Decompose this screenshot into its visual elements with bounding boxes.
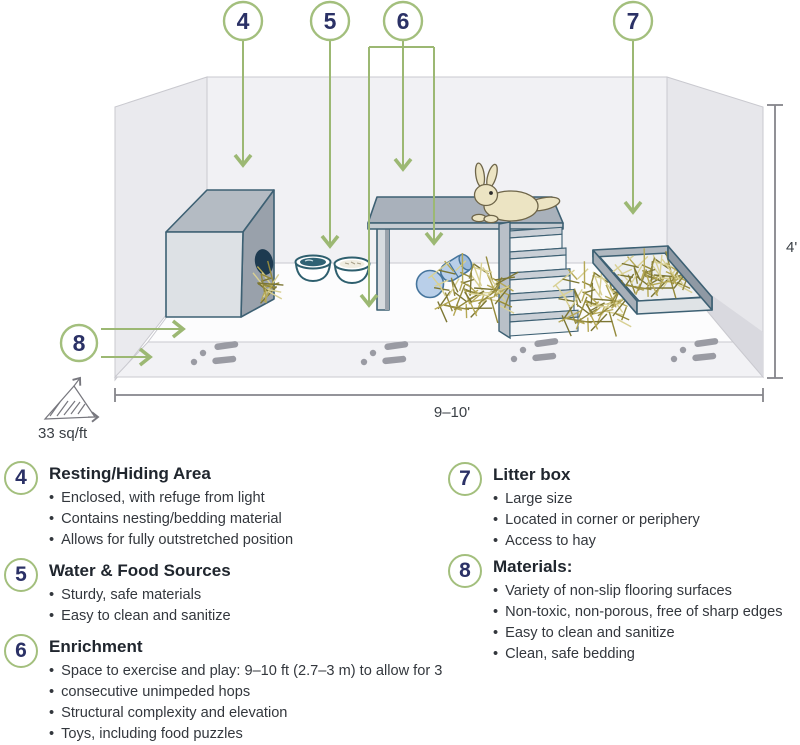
bullet-icon: • [493, 581, 498, 602]
legend-bullet: •Large size [493, 489, 700, 510]
bullet-icon: • [493, 602, 498, 623]
area-triangle-icon [45, 378, 98, 419]
bullet-icon: • [493, 644, 498, 665]
bullet-icon: • [49, 682, 54, 703]
legend-bullet: •Access to hay [493, 531, 700, 552]
bullet-icon: • [493, 510, 498, 531]
legend-title: Materials: [493, 556, 783, 578]
legend-bullet: •Easy to clean and sanitize [49, 606, 231, 627]
bullet-icon: • [49, 488, 54, 509]
legend-number-badge: 5 [4, 558, 38, 592]
food-bowl [335, 258, 370, 284]
legend-item-water-food-sources: 5 Water & Food Sources •Sturdy, safe mat… [4, 558, 444, 627]
bullet-icon: • [493, 531, 498, 552]
bullet-icon: • [49, 661, 54, 682]
back-wall [207, 77, 667, 263]
svg-text:7: 7 [627, 8, 640, 34]
legend-bullet: •Allows for fully outstretched position [49, 530, 293, 551]
legend-bullet: •Structural complexity and elevation [49, 703, 442, 724]
bullet-icon: • [493, 623, 498, 644]
width-label: 9–10' [434, 404, 470, 421]
legend-bullet: •Non-toxic, non-porous, free of sharp ed… [493, 602, 783, 623]
hiding-box-front [166, 232, 243, 317]
legend-item-resting-hiding-area: 4 Resting/Hiding Area •Enclosed, with re… [4, 461, 444, 551]
bullet-icon: • [49, 530, 54, 551]
legend-bullet: •Variety of non-slip flooring surfaces [493, 581, 783, 602]
dimension-width [115, 388, 763, 402]
legend-bullet: •Contains nesting/bedding material [49, 509, 293, 530]
legend-bullet: •Clean, safe bedding [493, 644, 783, 665]
legend-number-badge: 7 [448, 462, 482, 496]
legend-number-badge: 8 [448, 554, 482, 588]
legend-item-enrichment: 6 Enrichment •Space to exercise and play… [4, 634, 454, 745]
water-bowl [296, 256, 331, 282]
legend-item-litter-box: 7 Litter box •Large size •Located in cor… [448, 462, 798, 552]
legend-bullet: •Toys, including food puzzles [49, 724, 442, 745]
svg-text:4: 4 [237, 8, 250, 34]
legend-bullet: •Sturdy, safe materials [49, 585, 231, 606]
svg-text:8: 8 [73, 330, 86, 356]
bullet-icon: • [49, 606, 54, 627]
bullet-icon: • [49, 703, 54, 724]
area-label: 33 sq/ft [38, 425, 88, 442]
bullet-icon: • [49, 585, 54, 606]
legend-bullet: •Enclosed, with refuge from light [49, 488, 293, 509]
legend-title: Enrichment [49, 636, 442, 658]
dimension-height [767, 105, 783, 378]
bullet-icon: • [493, 489, 498, 510]
water [300, 258, 326, 266]
rabbit-paw2 [484, 215, 498, 222]
rabbit-head [475, 185, 498, 206]
legend-number-badge: 4 [4, 461, 38, 495]
height-label: 4' [786, 239, 797, 256]
table-edge [368, 223, 563, 229]
bullet-icon: • [49, 509, 54, 530]
table-leg-left-shade [385, 228, 389, 310]
legend-bullet: •Space to exercise and play: 9–10 ft (2.… [49, 661, 442, 682]
legend-bullet: •Located in corner or periphery [493, 510, 700, 531]
svg-text:5: 5 [324, 8, 337, 34]
svg-text:6: 6 [397, 8, 410, 34]
bullet-icon: • [49, 724, 54, 745]
legend-item-materials: 8 Materials: •Variety of non-slip floori… [448, 554, 798, 665]
legend-bullet: •consecutive unimpeded hops [49, 682, 442, 703]
rabbit-eye [489, 191, 493, 195]
legend-title: Water & Food Sources [49, 560, 231, 582]
arrow-6-bracket [369, 41, 434, 47]
legend-title: Resting/Hiding Area [49, 463, 293, 485]
legend-number-badge: 6 [4, 634, 38, 668]
legend-bullet: •Easy to clean and sanitize [493, 623, 783, 644]
enclosure-diagram: 9–10' 4' 33 sq/ft 4 5 6 7 [0, 0, 800, 455]
legend-title: Litter box [493, 464, 700, 486]
floor-front-band [115, 342, 763, 377]
